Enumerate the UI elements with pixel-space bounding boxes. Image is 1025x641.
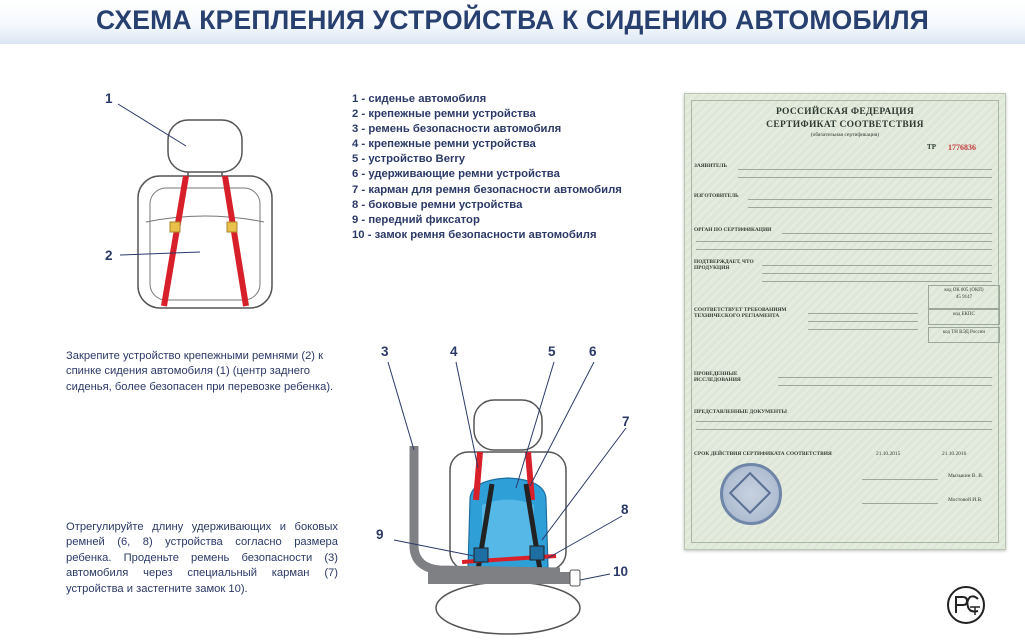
label-2: 2 [105, 248, 113, 263]
cert-sign-1: Мызыкин В. В. [948, 473, 984, 479]
strap-right [222, 175, 249, 307]
label-6: 6 [589, 344, 597, 359]
cert-line [762, 273, 992, 274]
legend-item: 3 - ремень безопасности автомобиля [352, 123, 562, 136]
buckle-left [169, 221, 181, 233]
cert-line [862, 503, 938, 504]
cert-line [748, 199, 992, 200]
pct-certification-icon [947, 586, 985, 624]
cert-date-from: 21.10.2015 [876, 451, 901, 457]
legend-item: 9 - передний фиксатор [352, 213, 480, 226]
label-3: 3 [381, 344, 389, 359]
cert-organ: ОРГАН ПО СЕРТИФИКАЦИИ [694, 227, 772, 233]
seat-belt [409, 446, 561, 577]
label-4: 4 [450, 344, 458, 359]
header-band [0, 0, 1025, 44]
cert-line [748, 207, 992, 208]
cert-line [778, 385, 992, 386]
label-5: 5 [548, 344, 556, 359]
cert-code-ekps: код ЕКПС [928, 309, 1000, 325]
cert-docs: ПРЕДСТАВЛЕННЫЕ ДОКУМЕНТЫ [694, 409, 787, 415]
cert-applicant: ЗАЯВИТЕЛЬ [694, 163, 728, 169]
instruction-step-2: Отрегулируйте длину удерживающих и боков… [66, 521, 338, 595]
cert-line [782, 233, 992, 234]
label-8: 8 [621, 502, 629, 517]
cert-code-tnved: код ТН ВЭД России [928, 327, 1000, 343]
label-1: 1 [105, 91, 113, 106]
legend-item: 2 - крепежные ремни устройства [352, 108, 536, 121]
cert-seal-icon [720, 463, 782, 525]
belt-lock [428, 572, 572, 584]
cert-line [808, 313, 918, 314]
cert-line [862, 479, 938, 480]
label-7: 7 [622, 414, 630, 429]
cert-requirements: СООТВЕТСТВУЕТ ТРЕБОВАНИЯМ ТЕХНИЧЕСКОГО Р… [694, 307, 787, 319]
label-10: 10 [613, 564, 629, 579]
cert-term: СРОК ДЕЙСТВИЯ СЕРТИФИКАТА СООТВЕТСТВИЯ [694, 451, 832, 457]
seat-diagram-top [117, 103, 273, 309]
legend-item: 10 - замок ремня безопасности автомобиля [352, 228, 597, 241]
seat-back-top [137, 175, 273, 309]
legend-list: 1 - сиденье автомобиля 2 - крепежные рем… [352, 92, 622, 243]
cert-line [778, 377, 992, 378]
legend-item: 5 - устройство Berry [352, 153, 466, 166]
legend-item: 6 - удерживающие ремни устройства [352, 168, 560, 181]
headrest-top [167, 119, 243, 173]
instruction-step-1: Закрепите устройство крепежными ремнями … [66, 350, 334, 393]
cert-line [762, 281, 992, 282]
cert-tp: ТР [927, 143, 936, 151]
cert-confirms: ПОДТВЕРЖДАЕТ, ЧТО ПРОДУКЦИЯ [694, 259, 754, 271]
certificate-frame: РОССИЙСКАЯ ФЕДЕРАЦИЯ СЕРТИФИКАТ СООТВЕТС… [691, 100, 1000, 543]
cert-line [738, 169, 992, 170]
seat-cushion [435, 581, 581, 635]
strap-left [161, 175, 189, 307]
cert-line [808, 329, 918, 330]
cert-maker: ИЗГОТОВИТЕЛЬ [694, 193, 739, 199]
cert-line [696, 249, 992, 250]
seat-diagram-bottom [387, 361, 627, 635]
cert-line [696, 429, 992, 430]
cert-line [762, 265, 992, 266]
legend-item: 4 - крепежные ремни устройства [352, 138, 536, 151]
cert-date-to: 21.10.2016 [942, 451, 967, 457]
legend-item: 7 - карман для ремня безопасности автомо… [352, 183, 622, 196]
cert-code-okp: код ОК 005 (ОКП) 45 9147 [928, 285, 1000, 309]
label-9: 9 [376, 527, 384, 542]
cert-number: 1776836 [948, 143, 976, 152]
legend-item: 1 - сиденье автомобиля [352, 93, 487, 105]
page-title: СХЕМА КРЕПЛЕНИЯ УСТРОЙСТВА К СИДЕНИЮ АВТ… [96, 5, 929, 35]
legend-item: 8 - боковые ремни устройства [352, 198, 523, 211]
cert-sign-2: Мостовой И.В. [948, 497, 983, 503]
cert-title: СЕРТИФИКАТ СООТВЕТСТВИЯ [766, 120, 924, 130]
cert-line [738, 177, 992, 178]
headrest-bottom [473, 399, 543, 451]
cert-line [808, 321, 918, 322]
cert-line [696, 241, 992, 242]
cert-tests: ПРОВЕДЕННЫЕ ИССЛЕДОВАНИЯ [694, 371, 741, 383]
cert-subtitle: (обязательная сертификация) [810, 132, 880, 138]
cert-country: РОССИЙСКАЯ ФЕДЕРАЦИЯ [775, 107, 915, 117]
buckle-right [226, 221, 238, 233]
cert-line [696, 421, 992, 422]
certificate-image: РОССИЙСКАЯ ФЕДЕРАЦИЯ СЕРТИФИКАТ СООТВЕТС… [684, 93, 1006, 550]
